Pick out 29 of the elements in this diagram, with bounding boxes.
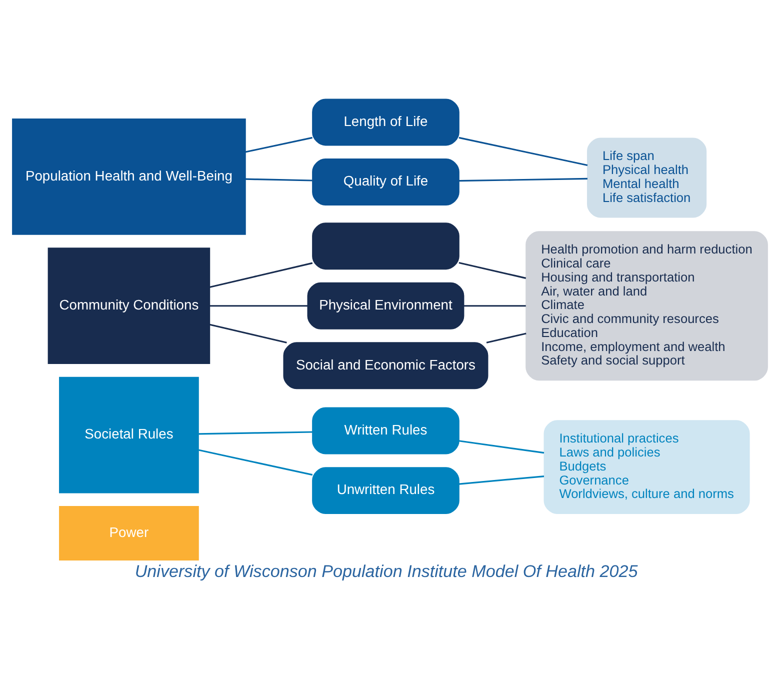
- node-box: Physical Environment: [307, 282, 464, 330]
- caption: University of Wisconson Population Institute Model Of Health 2025: [134, 562, 638, 581]
- connector: [486, 332, 526, 344]
- node-box: Population Health and Well-Being: [12, 118, 246, 235]
- connector: [464, 305, 526, 307]
- node-box: Community Conditions: [48, 248, 210, 364]
- connector: [210, 305, 308, 307]
- connector: [458, 440, 544, 454]
- connector: [245, 136, 312, 153]
- node-box: Societal Rules: [59, 376, 199, 494]
- node-box: Institutional practices Laws and policies Budgets Governance Worldviews, culture and norms: [544, 420, 750, 514]
- node-box: Written Rules: [312, 407, 460, 454]
- connector: [458, 136, 588, 166]
- connector: [198, 449, 313, 476]
- node-box: Power: [59, 506, 199, 560]
- connector: [210, 262, 313, 288]
- node-box: Life span Physical health Mental health Life satisfaction: [586, 138, 707, 218]
- connector: [458, 178, 588, 182]
- connector: [458, 262, 526, 279]
- node-box: Unwritten Rules: [312, 467, 460, 514]
- node-box: Health promotion and harm reduction Clinical care Housing and transportation Air, water and land Climate Civic and community resources Education Income, employment and wealth Safety and social support: [526, 231, 768, 381]
- node-box: Length of Life: [312, 98, 460, 146]
- node-box: Social and Economic Factors: [283, 342, 488, 390]
- connector: [458, 476, 544, 485]
- connector: [198, 431, 312, 435]
- connector: [210, 324, 287, 344]
- node-box: Quality of Life: [312, 158, 460, 206]
- node-box: [312, 222, 460, 270]
- connector: [245, 178, 312, 182]
